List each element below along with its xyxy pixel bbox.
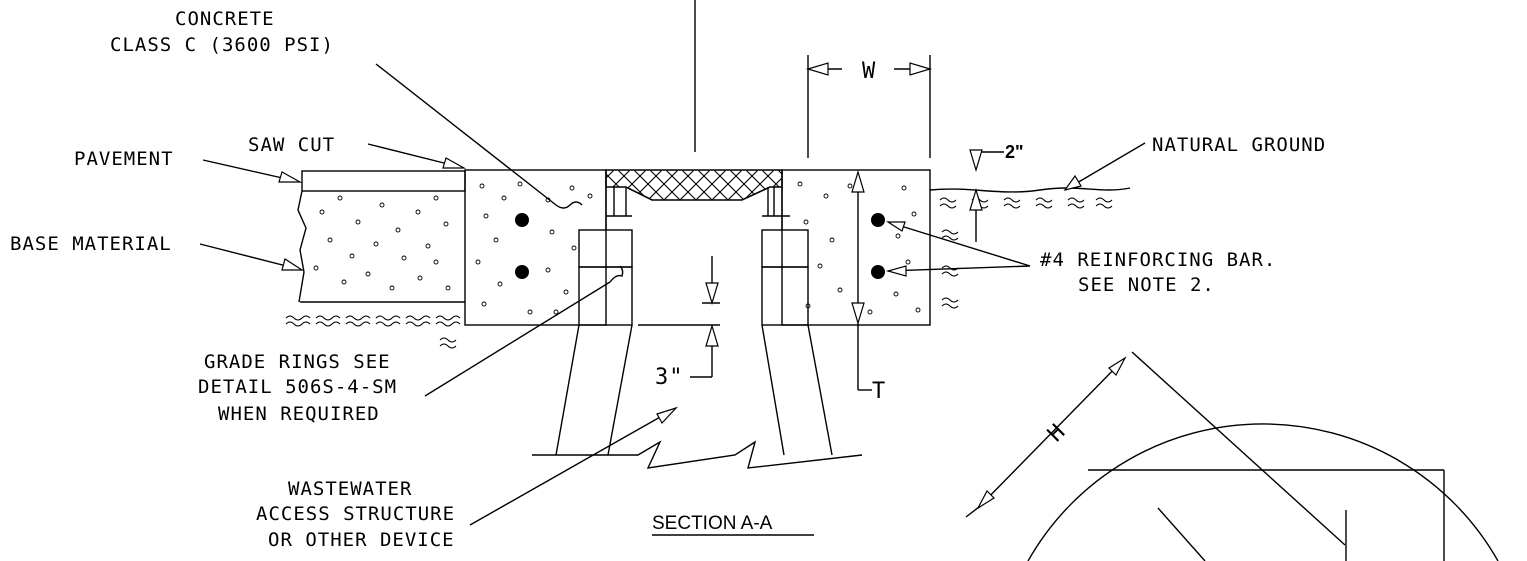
- label-concrete: CONCRETE: [175, 8, 275, 30]
- label-grade-rings-1: GRADE RINGS SEE: [204, 351, 391, 373]
- leader-lines: [199, 63, 1146, 526]
- right-concrete-collar: [781, 169, 931, 326]
- dimension-3-inch: [638, 256, 720, 378]
- dimension-h-line: [977, 357, 1126, 509]
- rebar-right-top: [871, 213, 885, 227]
- dimension-t: [851, 169, 872, 391]
- grade-rings-left: [578, 229, 633, 326]
- arrowheads: [278, 157, 1082, 425]
- pavement-section: [297, 170, 466, 303]
- label-wastewater-2: ACCESS STRUCTURE: [256, 503, 455, 525]
- label-rebar-2: SEE NOTE 2.: [1078, 274, 1215, 296]
- annotation-labels: CONCRETE CLASS C (3600 PSI) SAW CUT PAVE…: [10, 8, 1326, 551]
- label-grade-rings-2: DETAIL 506S-4-SM: [198, 376, 397, 398]
- circle-detail: [965, 351, 1499, 561]
- label-wastewater-3: OR OTHER DEVICE: [268, 529, 455, 551]
- label-wastewater-1: WASTEWATER: [288, 478, 412, 500]
- dimension-t-label: T: [872, 379, 886, 404]
- dimension-2-inch: [969, 149, 1004, 242]
- label-grade-rings-3: WHEN REQUIRED: [218, 403, 380, 425]
- dimension-3-inch-label: 3": [655, 365, 684, 390]
- label-natural-ground: NATURAL GROUND: [1152, 134, 1326, 156]
- rebar-left-bottom: [515, 265, 529, 279]
- manhole-frame: [605, 169, 790, 230]
- label-rebar-1: #4 REINFORCING BAR.: [1040, 249, 1276, 271]
- left-concrete-collar: [464, 169, 607, 326]
- dimension-w-label: W: [862, 59, 876, 84]
- grade-rings-right: [761, 229, 809, 326]
- dimension-w: [805, 55, 933, 158]
- dimension-h-label: H: [1043, 419, 1071, 447]
- rebar-right-bottom: [871, 265, 885, 279]
- dimension-2-inch-label: 2": [1005, 142, 1024, 162]
- rebar-left-top: [515, 213, 529, 227]
- reinforcing-bars: [515, 213, 885, 279]
- aggregate-speckles: [313, 181, 921, 315]
- label-concrete-class: CLASS C (3600 PSI): [110, 34, 334, 56]
- access-structure-walls: [532, 324, 863, 469]
- label-base-material: BASE MATERIAL: [10, 233, 172, 255]
- label-pavement: PAVEMENT: [74, 148, 174, 170]
- natural-ground: [929, 187, 1131, 309]
- label-saw-cut: SAW CUT: [248, 134, 335, 156]
- section-title: SECTION A-A: [652, 513, 773, 534]
- soil-squiggles-left: [285, 315, 461, 349]
